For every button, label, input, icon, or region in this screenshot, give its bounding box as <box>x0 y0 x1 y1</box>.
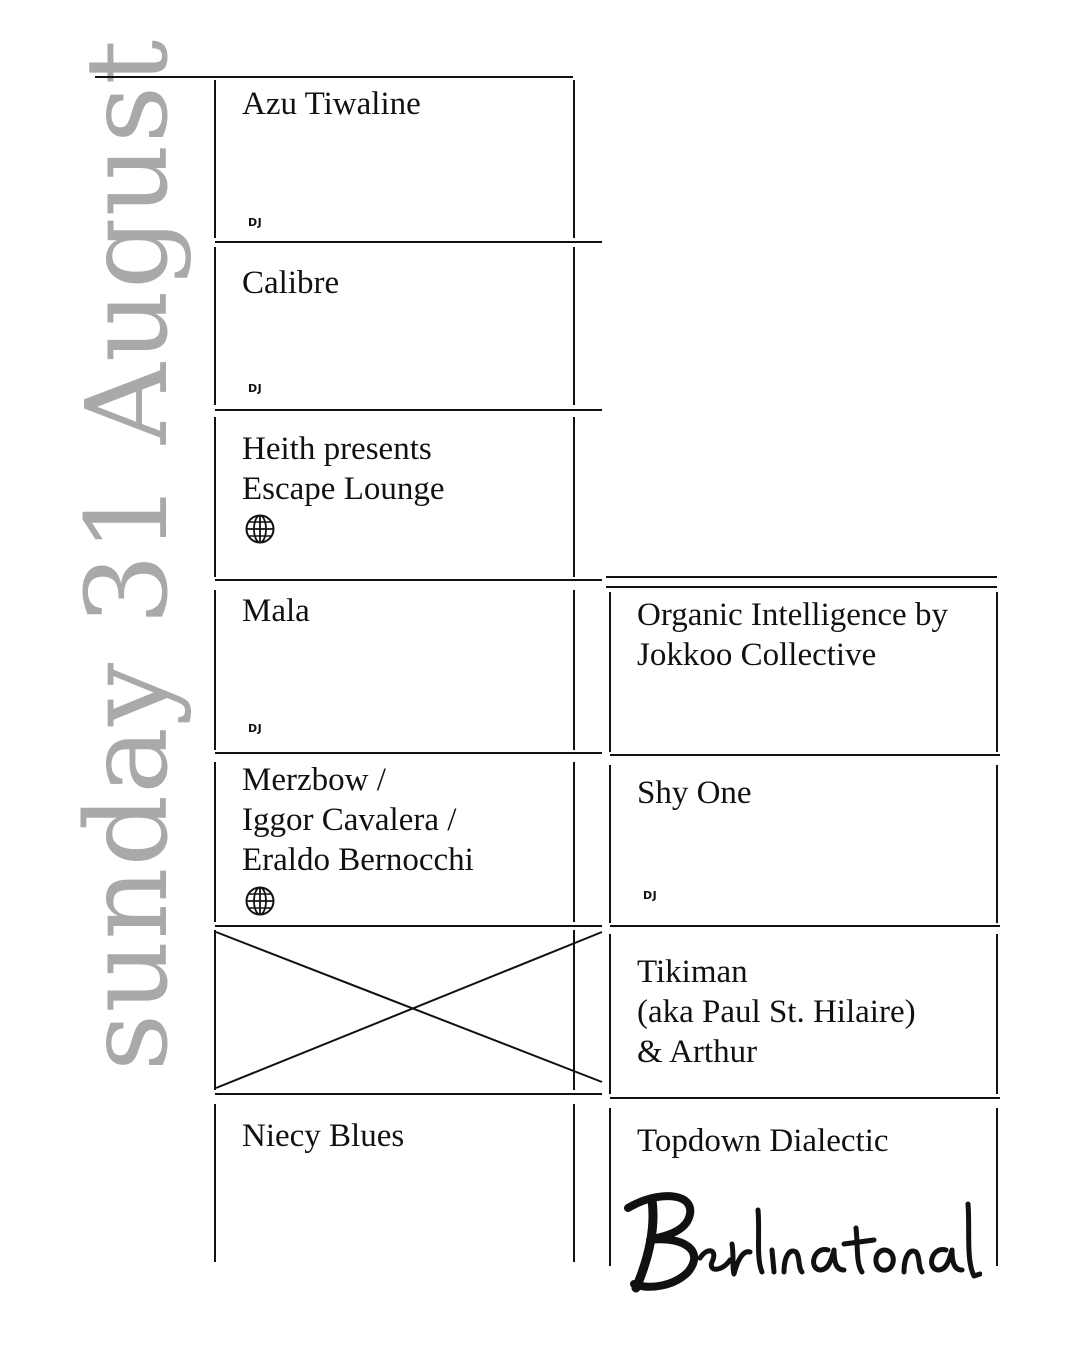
lineup-slot: Topdown Dialectic <box>611 1121 995 1181</box>
divider <box>215 409 602 411</box>
divider <box>215 579 602 581</box>
divider <box>215 752 602 754</box>
artist-name: Topdown Dialectic <box>637 1123 889 1159</box>
dj-tag: DJ <box>248 216 263 229</box>
lineup-slot: Shy One DJ <box>611 773 995 921</box>
column-edge <box>214 590 216 750</box>
divider <box>95 76 573 78</box>
column-edge <box>573 417 575 577</box>
lineup-slot: Heith presents Escape Lounge <box>216 429 572 577</box>
column-edge <box>609 934 611 1094</box>
divider <box>215 925 602 927</box>
column-edge <box>573 247 575 405</box>
artist-name: Organic Intelligence by Jokkoo Collectiv… <box>637 597 948 673</box>
divider <box>610 754 1000 756</box>
dj-tag: DJ <box>248 382 263 395</box>
globe-icon <box>245 514 275 544</box>
divider <box>606 576 997 578</box>
column-edge <box>996 765 998 923</box>
column-edge <box>996 934 998 1094</box>
dj-tag: DJ <box>643 889 658 902</box>
column-edge <box>996 1108 998 1266</box>
lineup-slot: Calibre DJ <box>216 263 572 408</box>
dj-tag: DJ <box>248 722 263 735</box>
divider <box>606 586 997 588</box>
artist-name: Azu Tiwaline <box>242 86 421 122</box>
column-edge <box>609 1108 611 1266</box>
column-edge <box>573 80 575 238</box>
column-edge <box>573 590 575 750</box>
column-edge <box>214 247 216 405</box>
lineup-slot: Merzbow / Iggor Cavalera / Eraldo Bernoc… <box>216 760 572 922</box>
column-edge <box>996 592 998 752</box>
artist-name: Heith presents Escape Lounge <box>242 431 445 507</box>
column-edge <box>214 417 216 577</box>
column-edge <box>214 80 216 238</box>
cancelled-slot-cross <box>215 931 603 1089</box>
artist-name: Shy One <box>637 775 752 811</box>
divider <box>215 1093 602 1095</box>
date-heading: sunday 31 August <box>63 38 193 1072</box>
artist-name: Niecy Blues <box>242 1118 405 1154</box>
globe-icon <box>245 886 275 916</box>
divider <box>610 1097 1000 1099</box>
column-edge <box>214 930 216 1090</box>
berlin-atonal-signature-logo <box>624 1192 982 1293</box>
divider <box>215 241 602 243</box>
column-edge <box>609 765 611 923</box>
column-edge <box>573 1104 575 1262</box>
column-edge <box>573 762 575 922</box>
column-edge <box>573 930 575 1090</box>
column-edge <box>609 592 611 752</box>
lineup-slot: Niecy Blues <box>216 1116 572 1256</box>
divider <box>610 925 1000 927</box>
artist-name: Tikiman (aka Paul St. Hilaire) & Arthur <box>637 954 916 1070</box>
artist-name: Mala <box>242 593 310 629</box>
lineup-slot: Organic Intelligence by Jokkoo Collectiv… <box>611 595 995 750</box>
column-edge <box>214 1104 216 1262</box>
lineup-slot: Tikiman (aka Paul St. Hilaire) & Arthur <box>611 952 995 1092</box>
artist-name: Merzbow / Iggor Cavalera / Eraldo Bernoc… <box>242 762 474 878</box>
artist-name: Calibre <box>242 265 340 301</box>
column-edge <box>214 762 216 922</box>
lineup-slot: Azu Tiwaline DJ <box>216 84 572 239</box>
lineup-slot: Mala DJ <box>216 591 572 749</box>
